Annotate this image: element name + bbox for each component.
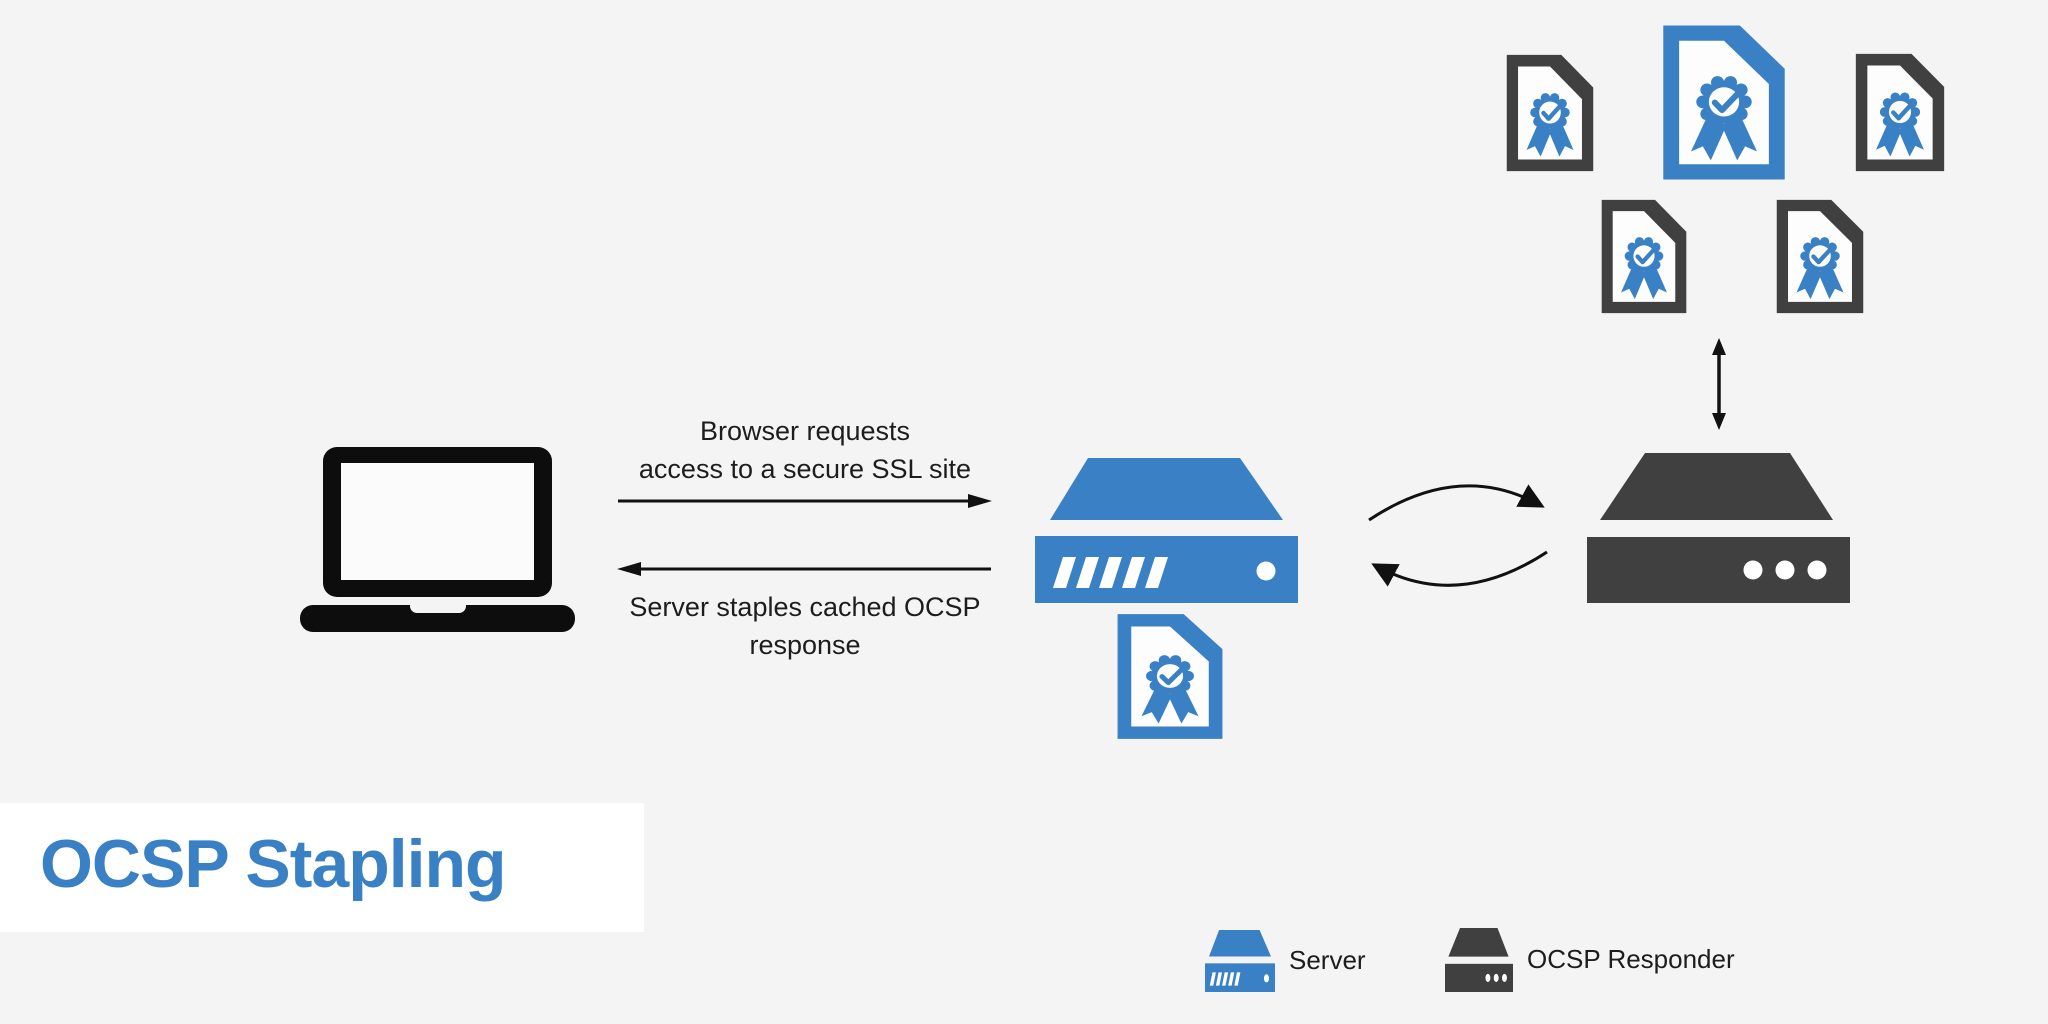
response-caption-line2: response bbox=[749, 630, 861, 660]
request-caption-line2: access to a secure SSL site bbox=[638, 454, 972, 484]
title-panel: OCSP Stapling bbox=[0, 803, 644, 932]
request-caption: Browser requests access to a secure SSL … bbox=[595, 412, 1015, 488]
server-icon bbox=[1035, 458, 1298, 603]
certificate-icon bbox=[1773, 198, 1867, 315]
response-arrow-icon bbox=[617, 562, 991, 576]
certificate-icon bbox=[1503, 53, 1597, 173]
response-caption: Server staples cached OCSP response bbox=[595, 588, 1015, 664]
page-title: OCSP Stapling bbox=[40, 825, 507, 902]
legend-server-icon bbox=[1205, 930, 1275, 992]
legend-responder-label: OCSP Responder bbox=[1527, 944, 1735, 974]
certificate-icon-highlighted bbox=[1658, 23, 1790, 182]
laptop-icon bbox=[300, 447, 575, 632]
request-arrow-icon bbox=[618, 494, 992, 508]
legend-responder-icon bbox=[1445, 928, 1513, 992]
stapled-certificate-icon bbox=[1113, 612, 1227, 741]
cycle-arrows-icon bbox=[1368, 484, 1548, 587]
legend-item-server: Server bbox=[1205, 929, 1366, 992]
legend-server-label: Server bbox=[1289, 945, 1366, 975]
double-arrow-icon bbox=[1712, 338, 1726, 430]
response-caption-line1: Server staples cached OCSP bbox=[629, 592, 981, 622]
certificate-icon bbox=[1852, 52, 1948, 173]
ocsp-responder-icon bbox=[1587, 453, 1850, 603]
request-caption-line1: Browser requests bbox=[699, 416, 911, 446]
certificate-icon bbox=[1598, 198, 1690, 315]
legend-item-responder: OCSP Responder bbox=[1445, 927, 1735, 992]
